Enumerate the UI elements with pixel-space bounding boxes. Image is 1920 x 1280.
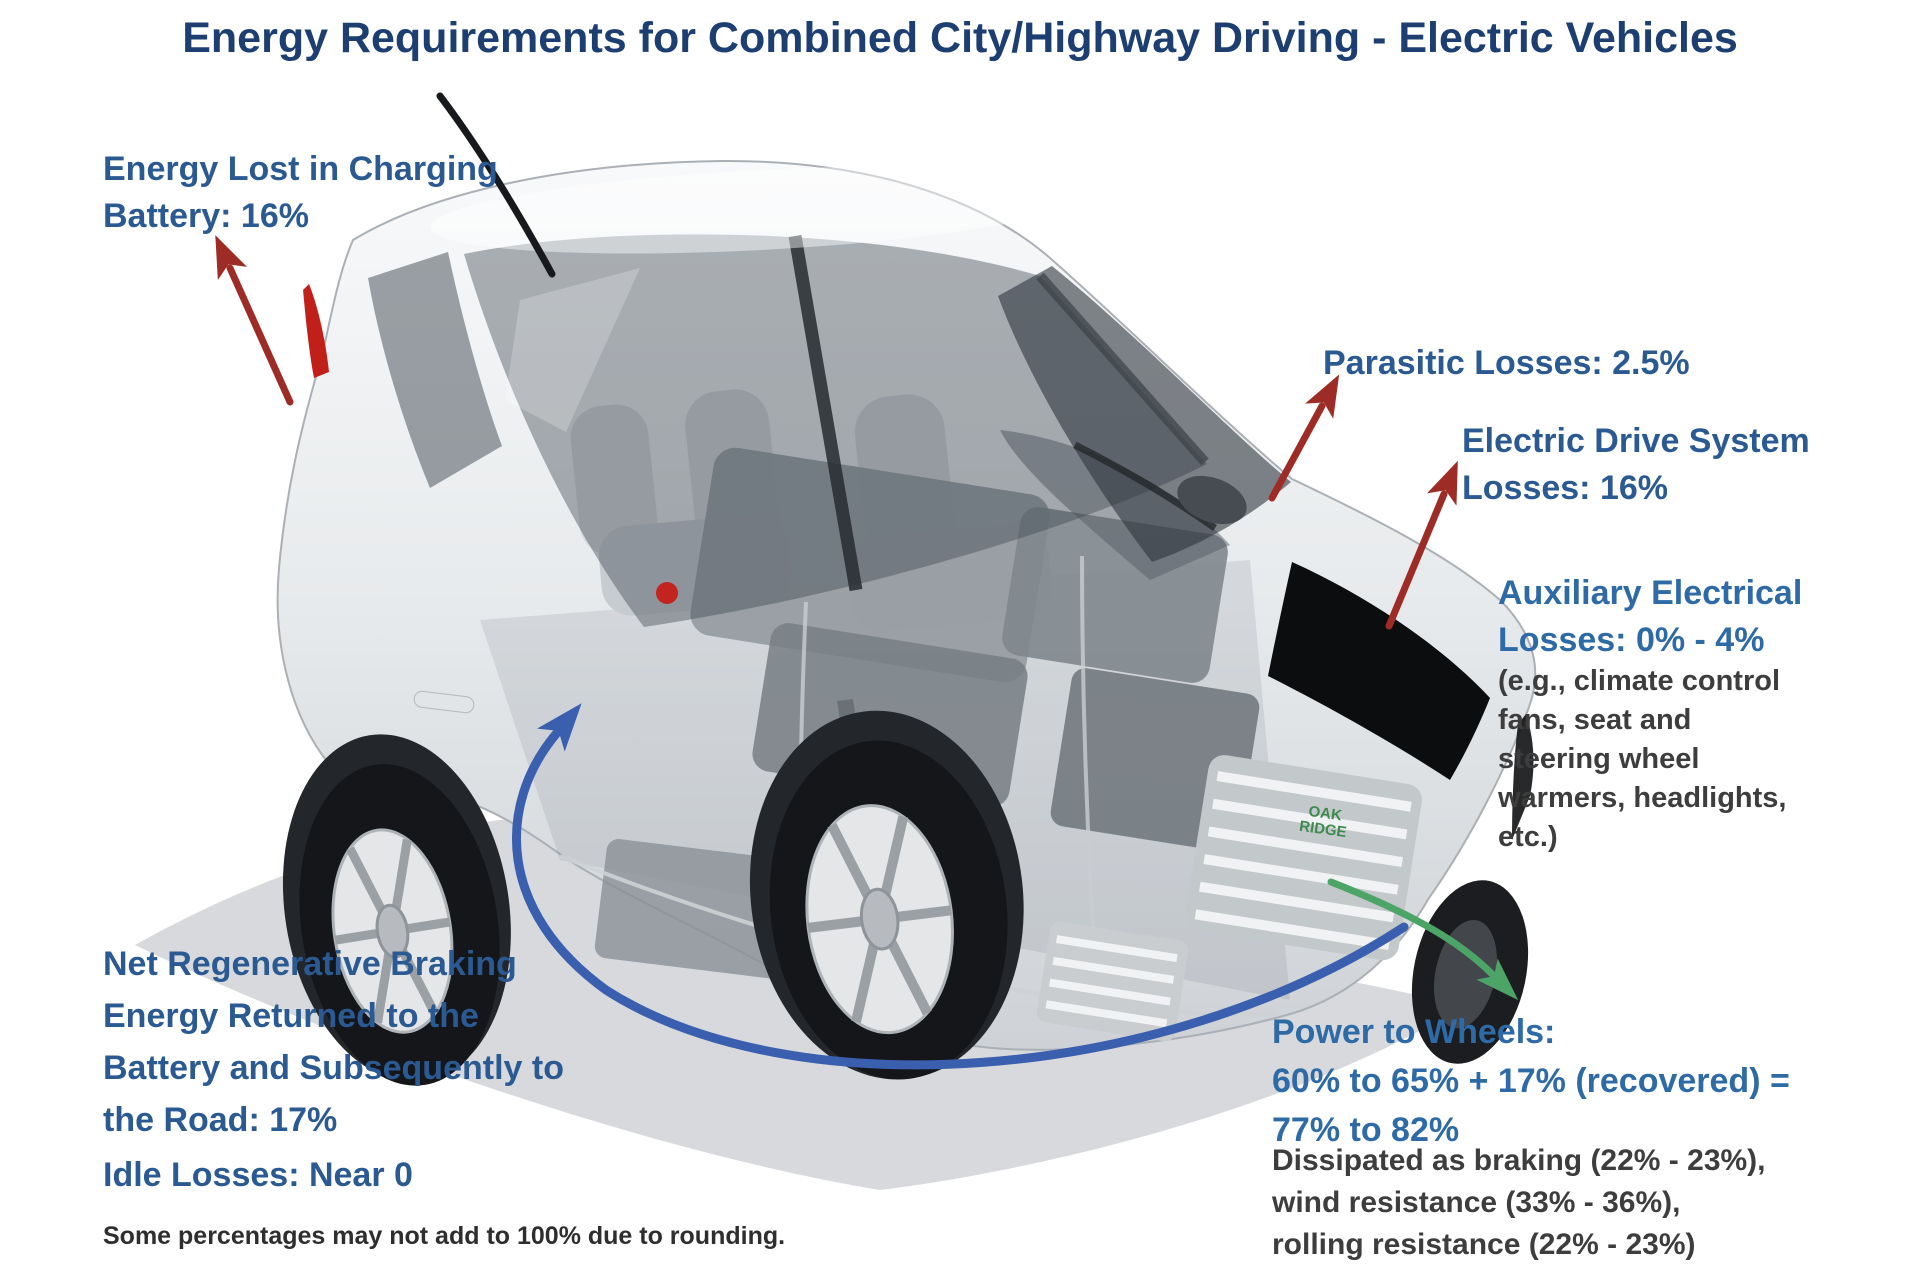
side-reflector bbox=[656, 582, 678, 604]
footnote: Some percentages may not add to 100% due… bbox=[103, 1222, 786, 1250]
annotation-charging-loss: Energy Lost in Charging Battery: 16% bbox=[103, 150, 498, 235]
antenna bbox=[436, 92, 556, 278]
annotation-drive-system-loss: Electric Drive System Losses: 16% bbox=[1462, 422, 1810, 507]
car-grille bbox=[1185, 755, 1422, 961]
rear-wheel bbox=[282, 734, 511, 1086]
annotation-auxiliary-loss-detail: (e.g., climate control fans, seat and st… bbox=[1498, 665, 1787, 853]
annotation-power-to-wheels-detail: Dissipated as braking (22% - 23%), wind … bbox=[1272, 1144, 1766, 1261]
page-title: Energy Requirements for Combined City/Hi… bbox=[182, 14, 1738, 62]
far-front-wheel bbox=[1411, 880, 1529, 1064]
annotation-regen-braking: Net Regenerative Braking Energy Returned… bbox=[103, 945, 564, 1139]
annotation-parasitic-loss: Parasitic Losses: 2.5% bbox=[1323, 344, 1690, 382]
parasitic-loss-arrow bbox=[1268, 374, 1340, 502]
car-glass bbox=[368, 234, 1291, 627]
charging-loss-arrow bbox=[215, 235, 294, 406]
front-wheel bbox=[749, 710, 1024, 1080]
car-lower-grille bbox=[1036, 921, 1189, 1042]
headlight bbox=[1268, 562, 1490, 780]
annotation-idle-losses: Idle Losses: Near 0 bbox=[103, 1156, 413, 1194]
regen-braking-arrow bbox=[511, 703, 1409, 1070]
annotation-power-to-wheels-heading: Power to Wheels: 60% to 65% + 17% (recov… bbox=[1272, 1013, 1790, 1149]
drive-system-loss-arrow bbox=[1385, 460, 1458, 630]
annotation-auxiliary-loss-heading: Auxiliary Electrical Losses: 0% - 4% bbox=[1498, 574, 1803, 659]
power-to-wheels-arrow bbox=[1327, 878, 1519, 1001]
tail-light bbox=[303, 284, 329, 378]
